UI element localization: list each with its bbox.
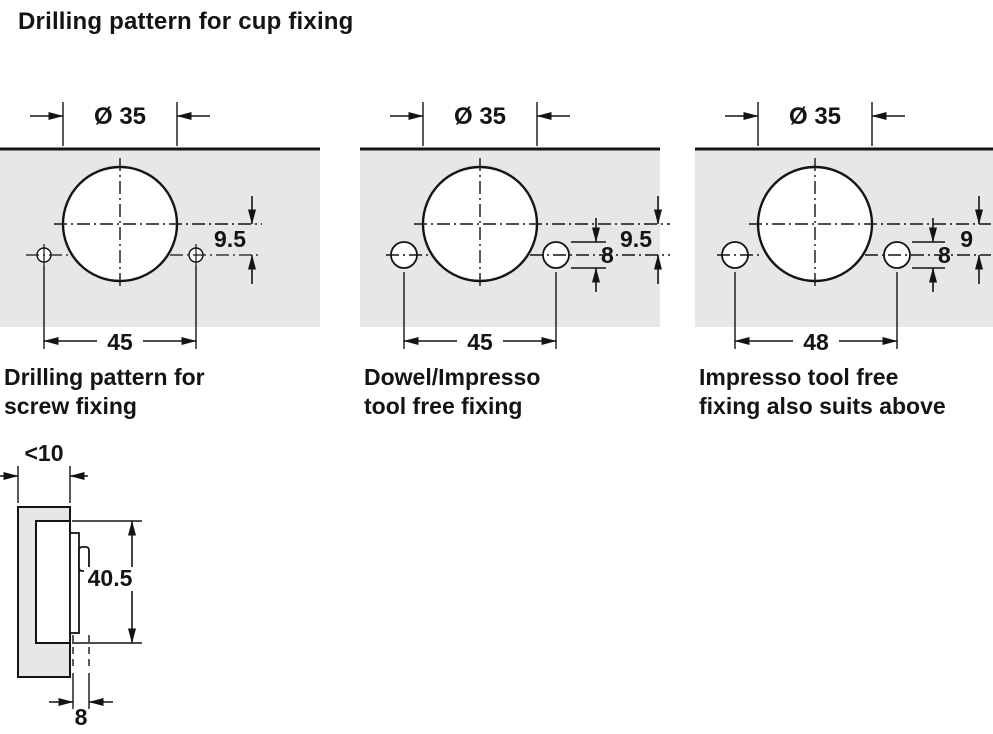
page-title: Drilling pattern for cup fixing <box>18 8 354 35</box>
caption-line: tool free fixing <box>364 393 523 419</box>
dim-label-span: 45 <box>467 329 493 355</box>
dim-diameter: Ø 35 <box>725 102 905 146</box>
dim-label-offset: 9 <box>960 226 973 252</box>
hinge-flange <box>69 532 80 634</box>
dim-cup-height: 40.5 <box>72 520 142 644</box>
caption-line: Drilling pattern for <box>4 364 205 390</box>
dim-offset: 9.5 <box>214 196 256 284</box>
dim-label-span: 48 <box>803 329 829 355</box>
drawing-dowel-impresso: Ø 35 8 9.5 <box>360 102 670 355</box>
caption-line: screw fixing <box>4 393 137 419</box>
dim-label-cup-height: 40.5 <box>88 565 133 591</box>
panel-caption-impresso-tool-free: Impresso tool free fixing also suits abo… <box>693 363 993 421</box>
caption-line: Impresso tool free <box>699 364 899 390</box>
dim-span: 45 <box>403 272 557 355</box>
panel-dowel-impresso: Ø 35 8 9.5 <box>358 44 693 421</box>
dim-dowel-hole: 8 <box>912 218 951 292</box>
side-view-diagram: <10 40.5 8 <box>0 437 993 734</box>
centerlines <box>54 158 262 290</box>
dim-span: 48 <box>734 272 898 355</box>
dim-label-offset: 9.5 <box>214 226 246 252</box>
dim-label-diameter: Ø 35 <box>454 103 506 130</box>
dim-diameter: Ø 35 <box>390 102 570 146</box>
dim-label-dowel-hole: 8 <box>938 242 951 268</box>
dim-label-dowel-width: 8 <box>75 704 88 729</box>
dim-label-front-gap: <10 <box>24 440 63 466</box>
dim-front-gap: <10 <box>0 440 88 503</box>
dim-label-diameter: Ø 35 <box>94 103 146 130</box>
dim-label-span: 45 <box>107 329 133 355</box>
centerlines <box>386 158 670 290</box>
caption-line: fixing also suits above <box>699 393 946 419</box>
dim-offset: 9.5 <box>620 196 662 284</box>
caption-line: Dowel/Impresso <box>364 364 541 390</box>
dim-label-offset: 9.5 <box>620 226 652 252</box>
dim-label-dowel-hole: 8 <box>601 242 614 268</box>
cup-bore <box>35 520 71 644</box>
drilling-panels-row: Ø 35 9.5 45 Drilling pattern for <box>0 44 993 421</box>
screw-holes <box>26 244 262 266</box>
dim-offset: 9 <box>960 196 983 284</box>
drawing-screw-fixing: Ø 35 9.5 45 <box>0 102 320 355</box>
panel-caption-dowel-impresso: Dowel/Impresso tool free fixing <box>358 363 693 421</box>
drawing-side-view: <10 40.5 8 <box>0 440 142 730</box>
panel-impresso-tool-free: Ø 35 8 9 <box>693 44 993 421</box>
dim-diameter: Ø 35 <box>30 102 210 146</box>
panel-caption-screw-fixing: Drilling pattern for screw fixing <box>0 363 358 421</box>
panel-screw-fixing: Ø 35 9.5 45 Drilling pattern for <box>0 44 358 421</box>
dim-dowel-width: 8 <box>49 673 113 730</box>
drawing-impresso-tool-free: Ø 35 8 9 <box>695 102 993 355</box>
dim-span: 45 <box>43 266 197 355</box>
dim-dowel-hole: 8 <box>571 218 614 292</box>
dim-label-diameter: Ø 35 <box>789 103 841 130</box>
hidden-dowel-lines <box>72 635 90 669</box>
centerlines <box>717 158 991 290</box>
